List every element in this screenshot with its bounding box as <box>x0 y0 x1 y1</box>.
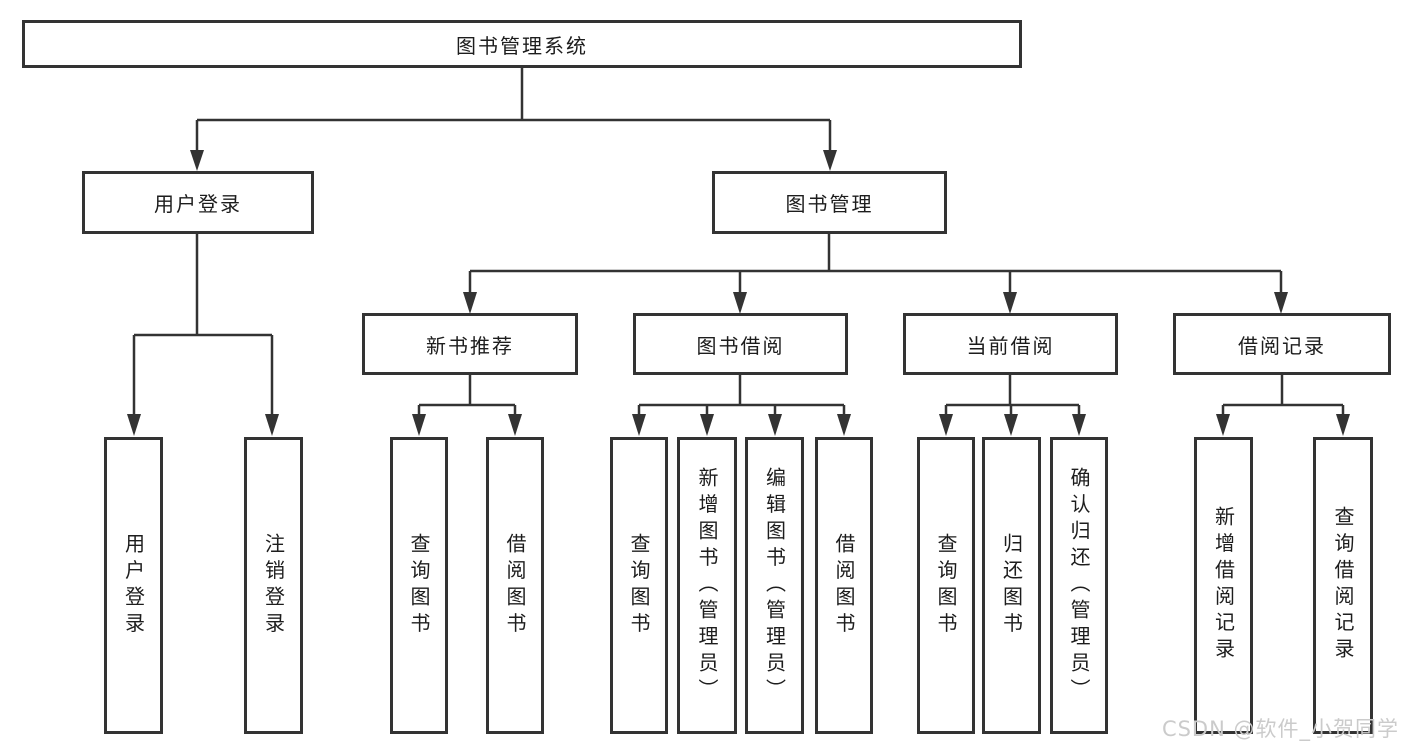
leaf-edit-book-admin: 编辑图书（管理员） <box>745 437 804 734</box>
node-borrow-records: 借阅记录 <box>1173 313 1391 375</box>
connector-path <box>132 67 1345 417</box>
node-book-management: 图书管理 <box>712 171 947 234</box>
leaf-add-borrow-record: 新增借阅记录 <box>1194 437 1253 734</box>
leaf-borrow-books: 借阅图书 <box>815 437 873 734</box>
leaf-query-books-recommend: 查询图书 <box>390 437 448 734</box>
node-root: 图书管理系统 <box>22 20 1022 68</box>
node-user-login: 用户登录 <box>82 171 314 234</box>
csdn-watermark: CSDN @软件_小贺同学 <box>1161 717 1399 741</box>
leaf-query-books-current: 查询图书 <box>917 437 975 734</box>
leaf-borrow-books-recommend: 借阅图书 <box>486 437 544 734</box>
leaf-user-login: 用户登录 <box>104 437 163 734</box>
node-book-borrow: 图书借阅 <box>633 313 848 375</box>
leaf-return-book: 归还图书 <box>982 437 1041 734</box>
leaf-confirm-return-admin: 确认归还（管理员） <box>1050 437 1108 734</box>
leaf-add-book-admin: 新增图书（管理员） <box>677 437 737 734</box>
node-current-borrow: 当前借阅 <box>903 313 1118 375</box>
node-new-book-recommend: 新书推荐 <box>362 313 578 375</box>
leaf-query-borrow-record: 查询借阅记录 <box>1313 437 1373 734</box>
leaf-query-books-borrow: 查询图书 <box>610 437 668 734</box>
arrowheads <box>127 150 1350 436</box>
leaf-logout: 注销登录 <box>244 437 303 734</box>
